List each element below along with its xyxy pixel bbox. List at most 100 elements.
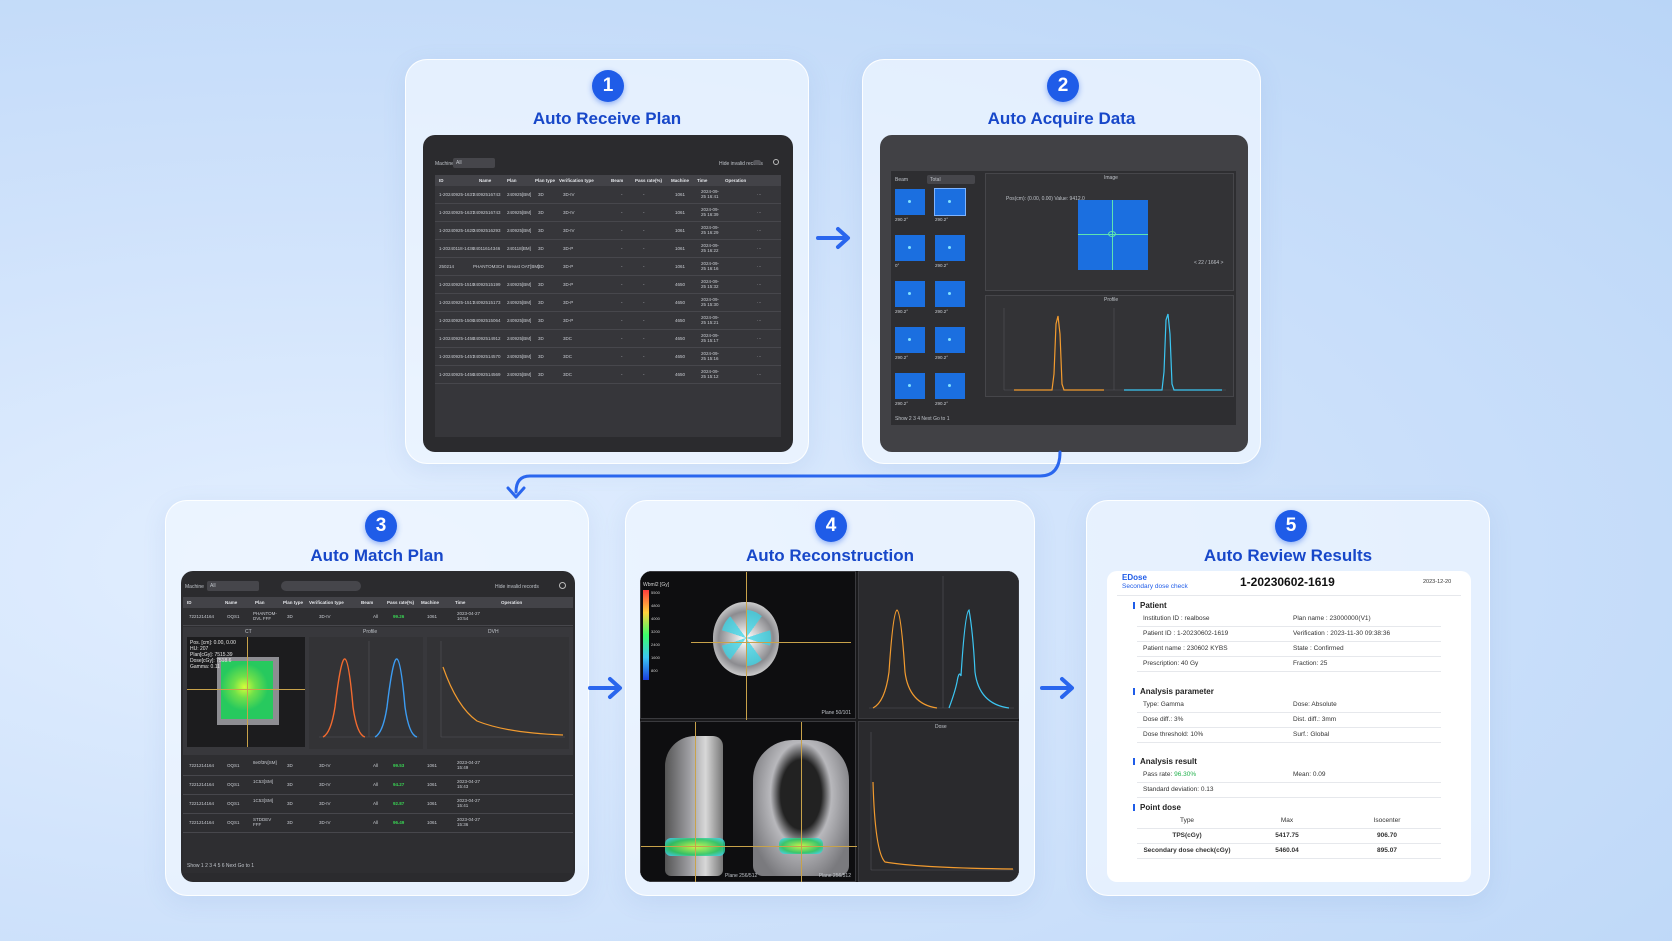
column-header: ID	[439, 178, 444, 183]
section-point-dose: Point dose	[1133, 803, 1181, 812]
table-cell: 2024-09-25 16:39	[701, 207, 720, 217]
table-cell: All	[373, 763, 379, 768]
dose-thumbnail[interactable]	[935, 327, 965, 353]
more-icon[interactable]: ···	[757, 336, 762, 341]
more-icon[interactable]: ···	[757, 372, 762, 377]
dose-thumbnail[interactable]	[934, 188, 966, 216]
table-cell: 7221214164	[189, 820, 215, 825]
settings-icon[interactable]	[773, 159, 779, 165]
plane-label: Plane 256/512	[818, 873, 851, 879]
table-cell: 3D	[538, 228, 544, 233]
step-number-badge: 1	[592, 70, 624, 102]
dose-thumbnail[interactable]	[935, 235, 965, 261]
table-cell: 240925[BM]	[507, 318, 532, 323]
table-cell: 3D	[538, 192, 544, 197]
machine-label: Machine	[435, 161, 454, 167]
step-card-match-plan: 3 Auto Match Plan Machine All Hide inval…	[165, 500, 589, 896]
step-number-badge: 2	[1047, 70, 1079, 102]
table-cell: -	[643, 354, 645, 359]
more-icon[interactable]: ···	[757, 264, 762, 269]
section-patient: Patient	[1133, 601, 1167, 610]
settings-icon[interactable]	[559, 582, 566, 589]
thumbnail-angle: 290.2°	[935, 355, 949, 360]
more-icon[interactable]: ···	[757, 228, 762, 233]
table-cell: 1C53[SM]	[253, 798, 274, 803]
step-card-review-results: 5 Auto Review Results EDose Secondary do…	[1086, 500, 1490, 896]
more-icon[interactable]: ···	[757, 354, 762, 359]
table-cell: -	[621, 210, 623, 215]
date-range-input[interactable]	[281, 581, 361, 591]
dose-thumbnail[interactable]	[895, 235, 925, 261]
table-cell: 240925[BM]	[507, 282, 532, 287]
hide-invalid-toggle[interactable]	[753, 160, 761, 165]
section-analysis-parameter: Analysis parameter	[1133, 687, 1214, 696]
table-cell: 3D-IV	[319, 782, 331, 787]
sagittal-coronal-view: Plane 256/512 Plane 256/512	[640, 721, 857, 882]
table-cell: 24092516743	[473, 210, 501, 215]
ct-readout-line: Gamma: 0.11	[190, 664, 220, 670]
dose-thumbnail[interactable]	[895, 281, 925, 307]
machine-select[interactable]: All	[453, 158, 495, 168]
column-header: ID	[187, 600, 192, 605]
step-number-badge: 5	[1275, 510, 1307, 542]
table-cell: -	[643, 300, 645, 305]
dose-thumbnail[interactable]	[935, 281, 965, 307]
more-icon[interactable]: ···	[757, 318, 762, 323]
column-header: Plan	[507, 178, 517, 183]
dose-thumbnail[interactable]	[895, 189, 925, 215]
row-divider	[1137, 626, 1441, 627]
dose-curve-chart	[870, 732, 1014, 871]
report-date: 2023-12-20	[1423, 579, 1452, 585]
arrow-right-icon	[816, 227, 850, 249]
pager[interactable]: Show 1 2 3 4 5 6 Next Go to 1	[187, 863, 254, 869]
step-title: Auto Match Plan	[310, 546, 444, 565]
table-cell: 1061	[427, 801, 438, 806]
image-nav[interactable]: < 22 / 1664 >	[1194, 260, 1224, 266]
parameter-field: Dose threshold: 10%	[1143, 731, 1204, 738]
table-cell: 1-20240925-1517	[439, 300, 475, 305]
pager[interactable]: Show 2 3 4 Next Go to 1	[895, 416, 950, 422]
dose-thumbnail[interactable]	[895, 327, 925, 353]
dose-thumbnail[interactable]	[935, 373, 965, 399]
column-header: Verification type	[559, 178, 594, 183]
beam-select[interactable]: Total	[927, 175, 975, 184]
step-title: Auto Reconstruction	[745, 546, 915, 565]
more-icon[interactable]: ···	[757, 282, 762, 287]
more-icon[interactable]: ···	[757, 246, 762, 251]
reconstruction-profile-chart	[869, 576, 1014, 709]
table-cell: -	[643, 336, 645, 341]
column-header: Plan	[255, 600, 265, 605]
more-icon[interactable]: ···	[757, 192, 762, 197]
table-cell: OQS1	[227, 763, 240, 768]
more-icon[interactable]: ···	[757, 210, 762, 215]
machine-select[interactable]: All	[207, 581, 259, 591]
more-icon[interactable]: ···	[757, 300, 762, 305]
patient-field: Fraction: 25	[1293, 660, 1328, 667]
table-cell: 2024-09-25 16:16	[701, 261, 720, 271]
table-cell: 94.27	[393, 782, 405, 787]
table-cell: All	[373, 614, 379, 619]
column-header: Machine	[421, 600, 440, 605]
table-cell: 3D	[538, 336, 544, 341]
dose-thumbnail[interactable]	[895, 373, 925, 399]
table-cell: All	[373, 801, 379, 806]
table-cell: -	[643, 264, 645, 269]
